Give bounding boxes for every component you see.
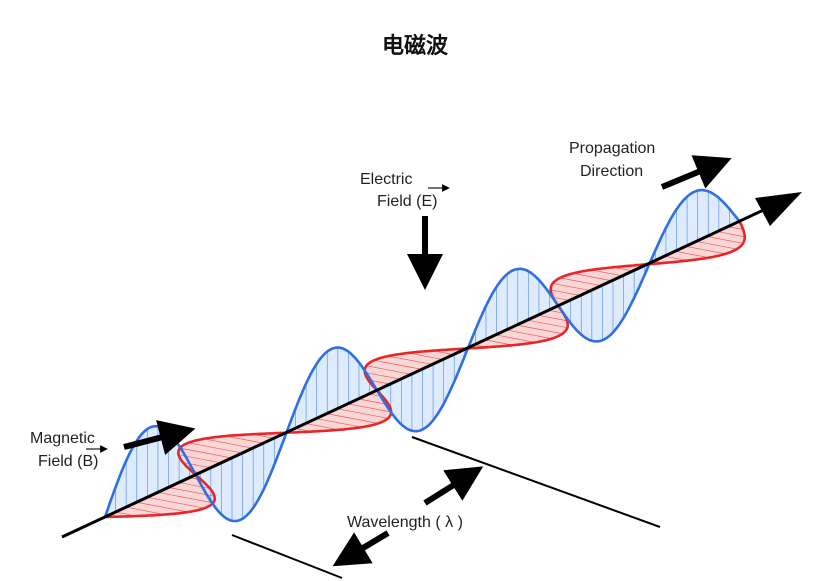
magnetic-hatch-line <box>559 277 603 287</box>
magnetic-hatch-line <box>316 418 362 428</box>
propagation-label: Propagation <box>569 140 655 157</box>
magnetic-hatch-line <box>306 423 340 431</box>
magnetic-hatch-line <box>507 329 552 339</box>
magnetic-hatch-line <box>364 372 402 380</box>
magnetic-field-label: Magnetic <box>30 430 95 447</box>
magnetic-hatch-line <box>203 438 254 449</box>
propagation-axis-arrowhead <box>755 192 802 226</box>
magnetic-hatch-line <box>136 501 189 513</box>
magnetic-hatch-line <box>388 355 434 365</box>
wavelength-arrow-down <box>332 530 390 567</box>
magnetic-hatch-line <box>179 482 210 489</box>
magnetic-hatch-line <box>697 241 737 250</box>
magnetic-hatch-line <box>408 352 444 361</box>
electric-field-label: Electric <box>360 171 412 188</box>
magnetic-hatch-line <box>729 226 744 230</box>
magnetic-hatch-line <box>373 359 423 370</box>
magnetic-hatch-line <box>126 506 166 515</box>
magnetic-hatch-line <box>552 283 592 292</box>
magnetic-hatch-line <box>327 413 379 424</box>
magnetic-hatch-line <box>147 496 205 509</box>
magnetic-hatch-line <box>348 403 392 413</box>
magnetic-hatch-line <box>538 315 568 322</box>
magnetic-hatch-line <box>337 408 389 419</box>
magnetic-hatch-line <box>550 289 582 297</box>
magnetic-hatch-line <box>225 435 264 444</box>
magnetic-hatch-line <box>708 236 744 244</box>
magnetic-hatch-line <box>549 310 564 314</box>
propagation-label-2: Direction <box>580 163 643 180</box>
magnetic-hatch-line <box>366 365 412 375</box>
wavelength-bracket-right <box>411 436 661 528</box>
magnetic-field-label-2: Field (B) <box>38 453 98 470</box>
magnetic-hatch-line <box>517 324 563 335</box>
wavelength-bracket-left <box>231 534 343 579</box>
magnetic-hatch-line <box>687 246 726 255</box>
magnetic-hatch-line <box>572 273 614 282</box>
wavelength-label: Wavelength ( λ ) <box>347 514 463 531</box>
magnetic-hatch-line <box>676 251 709 258</box>
magnetic-hatch-line <box>528 319 568 329</box>
magnetic-hatch-line <box>718 231 745 238</box>
magnetic-hatch-line <box>496 334 536 343</box>
electric-wave <box>103 188 741 523</box>
magnetic-wave <box>104 221 746 519</box>
magnetic-field-arrow <box>123 420 196 455</box>
electric-field-label-2: Field (E) <box>377 193 437 210</box>
page-title: 电磁波 <box>381 34 448 59</box>
magnetic-hatch-line <box>183 462 211 469</box>
magnetic-hatch-line <box>157 492 214 504</box>
wavelength-arrow-up <box>423 466 484 506</box>
propagation-direction-arrow <box>660 155 732 190</box>
propagation-axis <box>61 205 771 539</box>
magnetic-hatch-line <box>591 269 624 277</box>
magnetic-hatch-line <box>188 442 243 454</box>
